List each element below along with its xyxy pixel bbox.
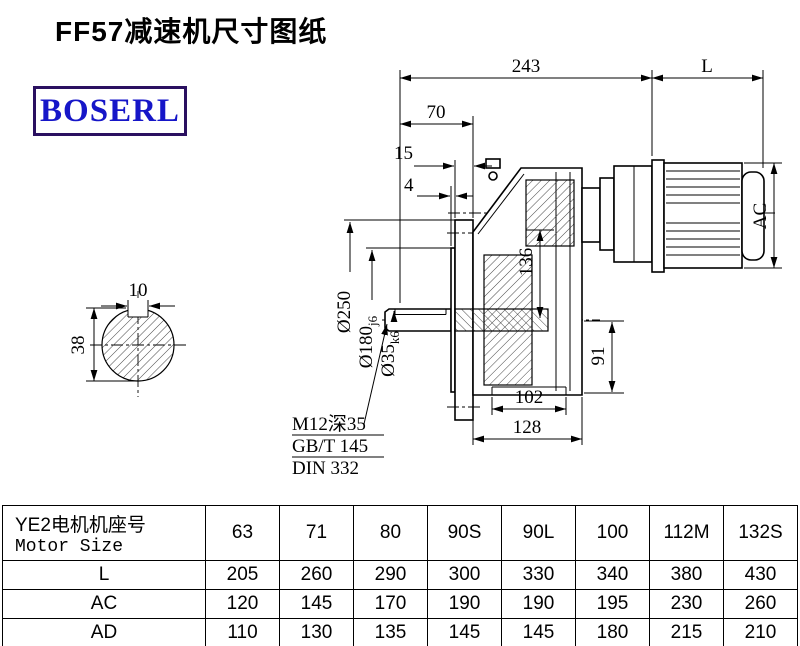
dim-136-label: 136 (516, 248, 537, 277)
dim-128-label: 128 (513, 417, 542, 438)
motor-adapter (613, 165, 653, 263)
boserl-logo: BOSERL (33, 86, 187, 136)
table-cell: 195 (575, 589, 650, 619)
breather-plug (485, 158, 501, 169)
motor-size-header-cn: YE2电机机座号 (15, 514, 146, 536)
note-gbt-label: GB/T 145 (292, 436, 368, 457)
page-title: FF57减速机尺寸图纸 (55, 16, 328, 47)
table-row-AC: AC 120 145 170 190 190 195 230 260 (2, 589, 798, 619)
size-header: 112M (649, 505, 724, 561)
table-cell: 215 (649, 618, 724, 646)
shaft-thread-note: M12深35 GB/T 145 DIN 332 (292, 323, 388, 479)
size-header: 90S (427, 505, 502, 561)
body-dimensions: 136 91 AC 102 128 (472, 162, 782, 445)
motor-size-header-en: Motor Size (15, 536, 124, 557)
dim-243-label: 243 (512, 56, 541, 77)
table-cell: 190 (501, 589, 576, 619)
row-label: L (2, 560, 206, 590)
dim-10-label: 10 (129, 280, 148, 301)
table-cell: 145 (501, 618, 576, 646)
motor-body (663, 162, 743, 269)
diameter-callouts: Ø250 Ø180j6 Ø35k6 (334, 219, 455, 377)
dim-AC-label: AC (750, 203, 771, 229)
table-cell: 205 (205, 560, 280, 590)
output-shaft-section (454, 308, 549, 332)
size-header: 71 (279, 505, 354, 561)
dim-102-label: 102 (515, 387, 544, 408)
dim-91-label: 91 (588, 347, 609, 366)
table-cell: 110 (205, 618, 280, 646)
size-header: 63 (205, 505, 280, 561)
dim-15-label: 15 (394, 143, 413, 164)
note-din-label: DIN 332 (292, 458, 359, 479)
size-header: 90L (501, 505, 576, 561)
shaft-section-circle (101, 308, 175, 382)
table-cell: 210 (723, 618, 798, 646)
motor-size-table: YE2电机机座号 Motor Size 63 71 80 90S 90L 100… (2, 505, 798, 646)
dim-L-label: L (701, 56, 713, 77)
size-header: 80 (353, 505, 428, 561)
table-cell: 340 (575, 560, 650, 590)
input-gear (525, 179, 575, 247)
row-label: AC (2, 589, 206, 619)
dia-250-label: Ø250 (334, 291, 355, 333)
dia-180-label: Ø180j6 (356, 315, 380, 368)
table-cell: 380 (649, 560, 724, 590)
size-header: 132S (723, 505, 798, 561)
table-cell: 230 (649, 589, 724, 619)
table-cell: 300 (427, 560, 502, 590)
boserl-logo-text: BOSERL (40, 92, 180, 129)
dim-4-label: 4 (404, 175, 414, 196)
table-cell: 260 (279, 560, 354, 590)
note-m12-label: M12深35 (292, 413, 366, 435)
table-cell: 180 (575, 618, 650, 646)
table-cell: 170 (353, 589, 428, 619)
table-cell: 120 (205, 589, 280, 619)
row-label: AD (2, 618, 206, 646)
table-header-row: YE2电机机座号 Motor Size 63 71 80 90S 90L 100… (2, 505, 798, 561)
motor-fan-cover (741, 171, 765, 261)
table-cell: 330 (501, 560, 576, 590)
motor-flange (651, 159, 665, 273)
table-cell: 145 (427, 618, 502, 646)
dimension-drawing: 10 38 (68, 56, 782, 479)
motor-view (581, 159, 765, 273)
table-cell: 430 (723, 560, 798, 590)
table-row-AD: AD 110 130 135 145 145 180 215 210 (2, 618, 798, 646)
table-cell: 290 (353, 560, 428, 590)
shaft-end-view: 10 38 (68, 280, 186, 397)
plug-hole (488, 171, 498, 181)
table-cell: 190 (427, 589, 502, 619)
size-header: 100 (575, 505, 650, 561)
dim-70-label: 70 (427, 102, 446, 123)
dia-35-label: Ø35k6 (378, 331, 402, 377)
dim-38-label: 38 (68, 336, 89, 355)
motor-size-header-cell: YE2电机机座号 Motor Size (2, 505, 206, 561)
table-cell: 145 (279, 589, 354, 619)
table-cell: 135 (353, 618, 428, 646)
table-cell: 130 (279, 618, 354, 646)
table-row-L: L 205 260 290 300 330 340 380 430 (2, 560, 798, 590)
top-dimensions: 243 L 70 15 4 (394, 56, 764, 303)
table-cell: 260 (723, 589, 798, 619)
motor-fins (666, 170, 740, 256)
